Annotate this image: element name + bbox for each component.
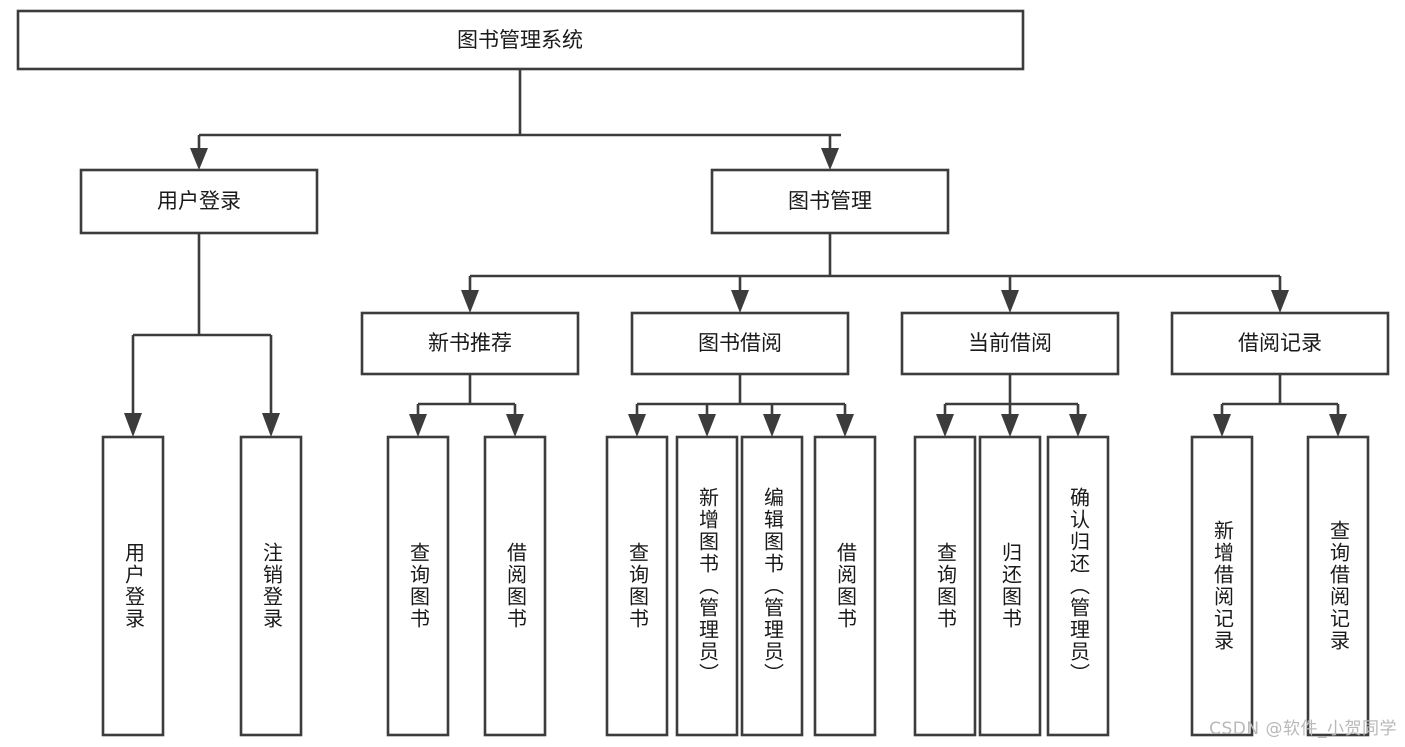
leaf-box-borrow-record-0[interactable] bbox=[1190, 435, 1254, 737]
node-current-borrow-label: 当前借阅 bbox=[968, 331, 1052, 355]
arrow-book-to-l3b bbox=[731, 290, 749, 313]
connector-group-book-manage bbox=[461, 233, 1289, 313]
arrow-record-l2 bbox=[1329, 414, 1347, 437]
node-root-label: 图书管理系统 bbox=[457, 28, 583, 52]
node-book-manage[interactable]: 图书管理 bbox=[710, 168, 950, 235]
arrow-borrow-l2 bbox=[698, 414, 716, 437]
node-user-login-label: 用户登录 bbox=[157, 189, 241, 213]
leaf-box-user-login-0[interactable] bbox=[101, 435, 165, 737]
node-new-book-recommend-label: 新书推荐 bbox=[428, 331, 512, 355]
node-book-manage-box[interactable] bbox=[710, 168, 950, 235]
leaf-box-new-book-0[interactable] bbox=[386, 435, 450, 737]
connector-group-user-login bbox=[124, 233, 280, 437]
arrow-newbook-l2 bbox=[506, 414, 524, 437]
arrow-root-to-book bbox=[821, 148, 839, 170]
arrow-book-to-l3c bbox=[1001, 290, 1019, 313]
arrow-user-leaf2 bbox=[262, 413, 280, 437]
leaf-box-current-borrow-0[interactable] bbox=[913, 435, 977, 737]
node-book-manage-label: 图书管理 bbox=[788, 189, 872, 213]
leaf-box-current-borrow-2[interactable] bbox=[1046, 435, 1110, 737]
node-root[interactable]: 图书管理系统 bbox=[16, 9, 1025, 71]
connector-group-book-borrow bbox=[628, 374, 854, 437]
node-new-book-recommend-box[interactable] bbox=[360, 311, 580, 376]
node-current-borrow-box[interactable] bbox=[900, 311, 1120, 376]
arrow-book-to-l3a bbox=[461, 290, 479, 313]
node-new-book-recommend[interactable]: 新书推荐 bbox=[360, 311, 580, 376]
connector-group-root bbox=[190, 69, 841, 170]
watermark-text: CSDN @软件_小贺同学 bbox=[1209, 719, 1397, 739]
leaf-box-book-borrow-2[interactable] bbox=[740, 435, 804, 737]
arrow-borrow-l1 bbox=[628, 414, 646, 437]
leaf-boxes bbox=[101, 435, 1370, 737]
arrow-borrow-l4 bbox=[836, 414, 854, 437]
node-user-login-box[interactable] bbox=[79, 168, 319, 235]
leaf-box-book-borrow-0[interactable] bbox=[605, 435, 669, 737]
node-user-login[interactable]: 用户登录 bbox=[79, 168, 319, 235]
leaf-box-book-borrow-1[interactable] bbox=[675, 435, 739, 737]
node-borrow-record-label: 借阅记录 bbox=[1238, 331, 1322, 355]
node-book-borrow-label: 图书借阅 bbox=[698, 331, 782, 355]
leaf-box-user-login-1[interactable] bbox=[239, 435, 303, 737]
arrow-user-leaf1 bbox=[124, 413, 142, 437]
node-book-borrow-box[interactable] bbox=[630, 311, 850, 376]
node-book-borrow[interactable]: 图书借阅 bbox=[630, 311, 850, 376]
leaf-box-current-borrow-1[interactable] bbox=[978, 435, 1042, 737]
arrow-book-to-l3d bbox=[1271, 290, 1289, 313]
leaf-box-borrow-record-1[interactable] bbox=[1306, 435, 1370, 737]
node-current-borrow[interactable]: 当前借阅 bbox=[900, 311, 1120, 376]
connector-group-current-borrow bbox=[936, 374, 1087, 437]
arrow-current-l3 bbox=[1069, 414, 1087, 437]
arrow-current-l2 bbox=[1001, 414, 1019, 437]
connector-group-borrow-record bbox=[1213, 374, 1347, 437]
connector-group-new-book bbox=[409, 374, 524, 437]
arrow-borrow-l3 bbox=[763, 414, 781, 437]
node-borrow-record[interactable]: 借阅记录 bbox=[1170, 311, 1390, 376]
node-root-box[interactable] bbox=[16, 9, 1025, 71]
leaf-box-book-borrow-3[interactable] bbox=[813, 435, 877, 737]
arrow-root-to-user bbox=[190, 148, 208, 170]
arrow-newbook-l1 bbox=[409, 414, 427, 437]
arrow-record-l1 bbox=[1213, 414, 1231, 437]
leaf-box-new-book-1[interactable] bbox=[483, 435, 547, 737]
node-borrow-record-box[interactable] bbox=[1170, 311, 1390, 376]
arrow-current-l1 bbox=[936, 414, 954, 437]
